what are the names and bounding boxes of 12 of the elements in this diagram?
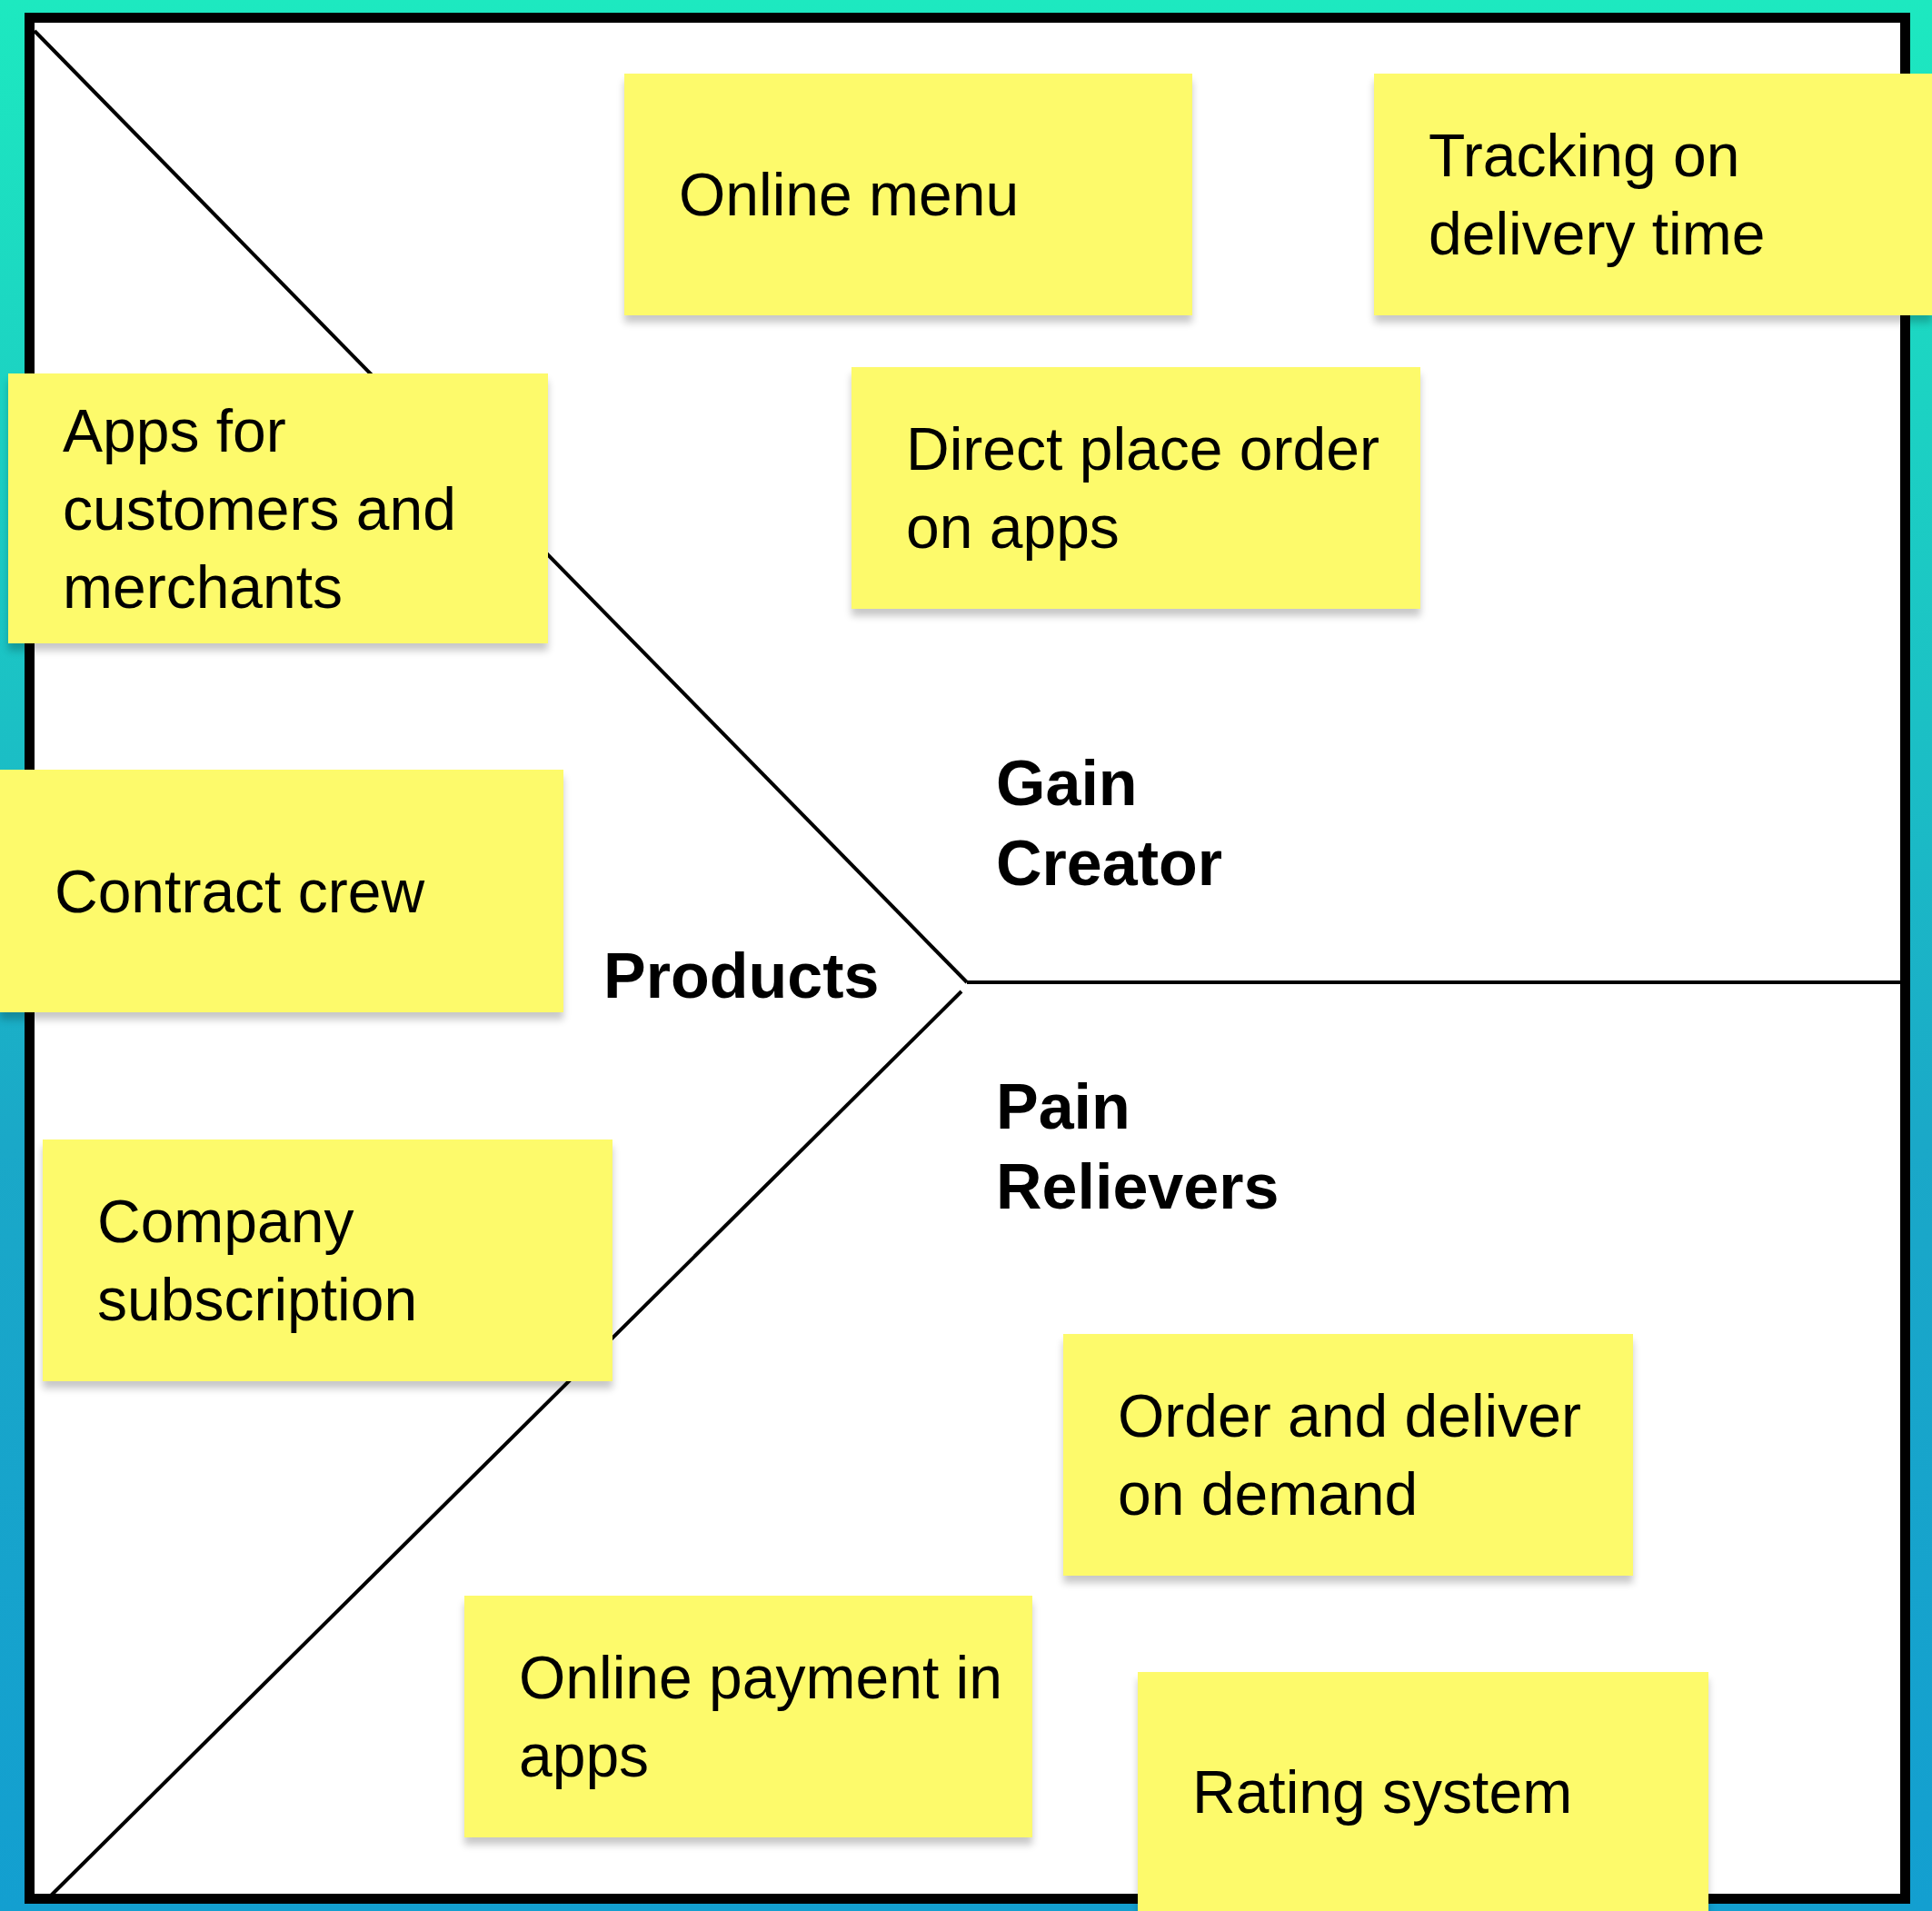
section-heading: Gain Creator: [996, 747, 1223, 901]
sticky-note: Company subscription: [43, 1140, 612, 1381]
sticky-note: Order and deliver on demand: [1063, 1334, 1633, 1576]
sticky-note: Apps for customers and merchants: [8, 373, 548, 643]
sticky-note: Direct place order on apps: [851, 367, 1420, 609]
section-heading: Products: [603, 940, 881, 1013]
sticky-note: Contract crew: [0, 770, 563, 1012]
sticky-note: Online payment in apps: [464, 1596, 1032, 1837]
sticky-note: Tracking on delivery time: [1374, 74, 1932, 315]
sticky-note: Online menu: [624, 74, 1192, 315]
sticky-note: Rating system: [1138, 1672, 1708, 1911]
section-heading: Pain Relievers: [996, 1070, 1280, 1224]
